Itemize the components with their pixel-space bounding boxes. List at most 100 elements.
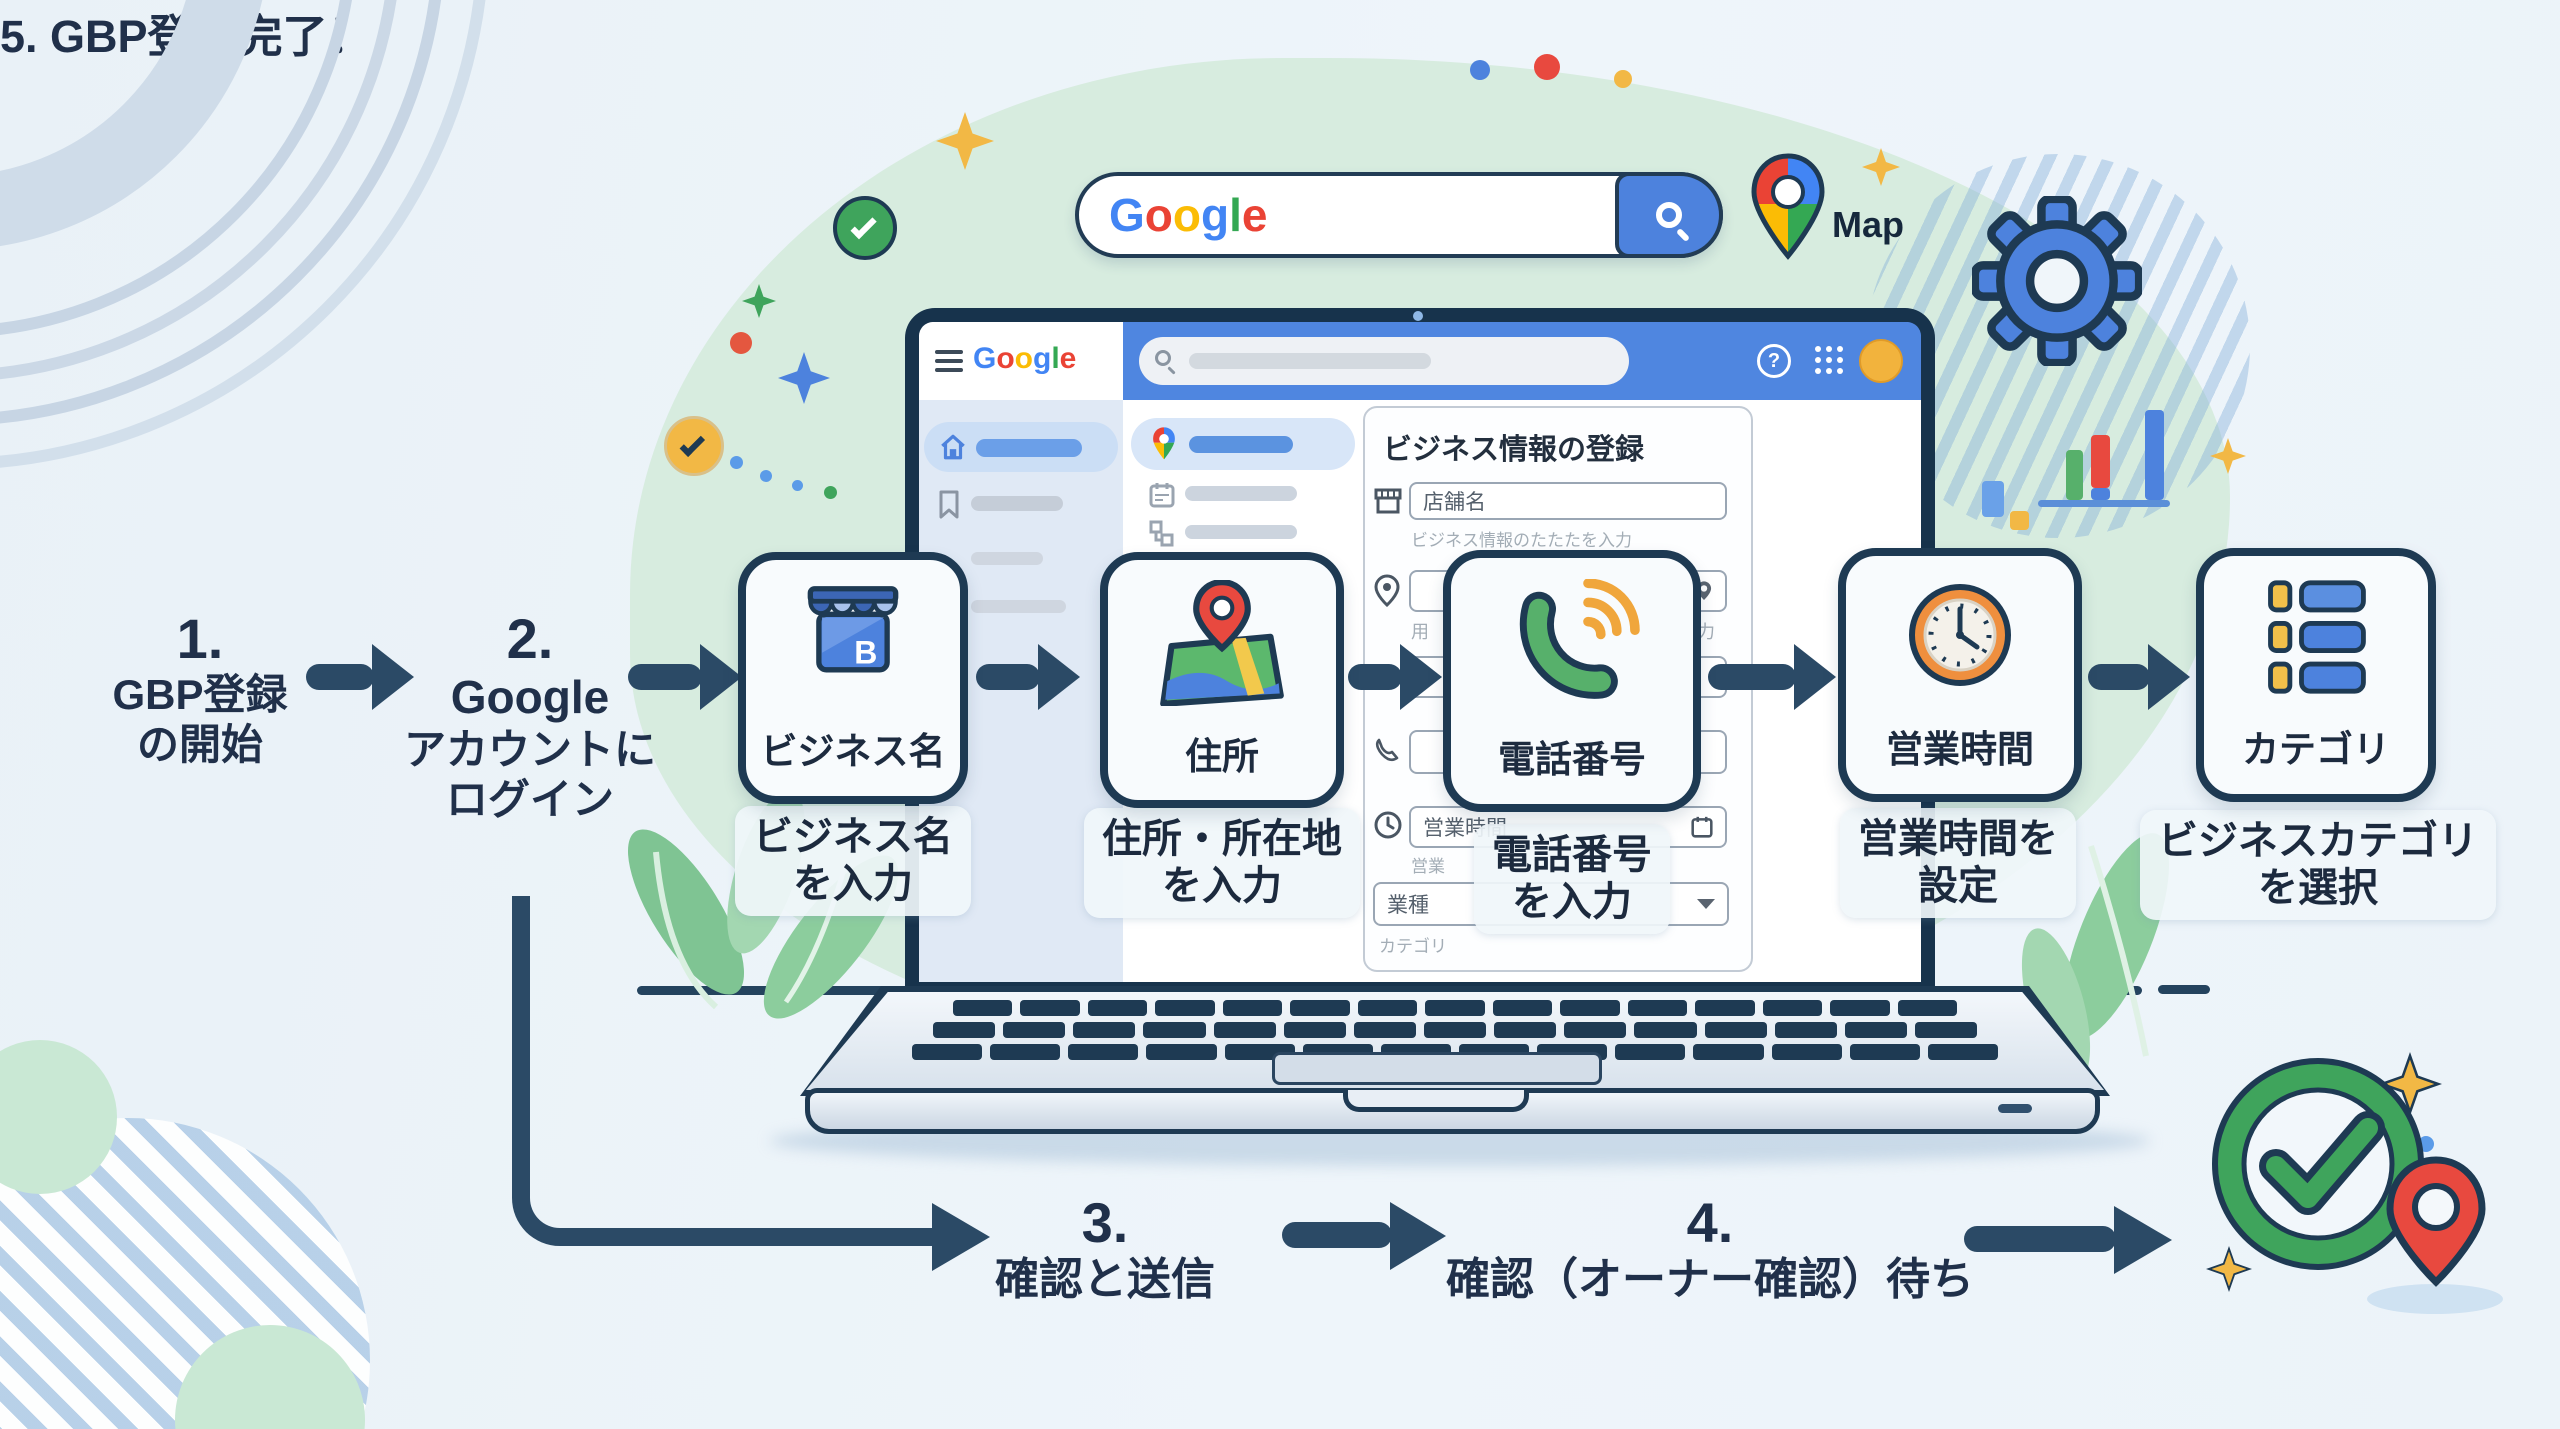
store-name-helper: ビジネス情報のたたたを入力: [1411, 531, 1632, 550]
laptop-status-light: [1998, 1104, 2032, 1113]
keyboard-key: [1222, 1000, 1283, 1016]
keyboard-key: [1073, 1022, 1136, 1038]
keyboard-key: [1423, 1022, 1487, 1038]
clock-icon: [1374, 811, 1402, 839]
arc-ring: [0, 0, 490, 470]
calendar-icon: [1691, 816, 1713, 838]
trail-dot: [760, 470, 772, 482]
keyboard-key: [933, 1022, 996, 1038]
sparkle-icon: [2206, 1246, 2252, 1292]
sidebar-item-bar[interactable]: [971, 552, 1043, 565]
apps-grid-icon[interactable]: [1815, 346, 1843, 374]
keyboard-key: [1704, 1022, 1767, 1038]
search-button[interactable]: [1615, 172, 1723, 258]
hamburger-menu-icon[interactable]: [935, 350, 963, 377]
keyboard-key: [1283, 1022, 1346, 1038]
keyboard-key: [1020, 1000, 1080, 1016]
sidebar-item-label-bar: [976, 439, 1082, 457]
keyboard-key: [1927, 1044, 1998, 1060]
google-logo: Google: [1109, 189, 1268, 241]
help-icon[interactable]: ?: [1757, 344, 1791, 378]
phone-icon: [1519, 579, 1640, 700]
keyboard-key: [1560, 1000, 1620, 1016]
trail-dot: [730, 456, 743, 469]
keyboard-key: [1143, 1022, 1206, 1038]
keyboard-key: [1695, 1000, 1755, 1016]
map-label: Map: [1832, 204, 1904, 245]
step-card-category: カテゴリ: [2196, 548, 2436, 802]
flow-arrow: [1708, 664, 1796, 690]
bookmark-icon: [939, 490, 959, 519]
keyboard-key: [1634, 1022, 1697, 1038]
keyboard-key: [1357, 1000, 1418, 1016]
keyboard-key: [1627, 1000, 1688, 1016]
decor-dot: [1614, 70, 1632, 88]
menu-item-bar[interactable]: [1185, 486, 1297, 501]
check-badge-icon: [833, 196, 897, 260]
card-label: ビジネス名: [760, 731, 946, 773]
flow-arrow: [2088, 664, 2150, 690]
keyboard-key: [1003, 1022, 1066, 1038]
clock-icon: [1909, 584, 2011, 687]
keyboard-key: [1693, 1044, 1764, 1060]
chart-bar: [1982, 481, 2004, 517]
card-label: 電話番号: [1498, 738, 1646, 780]
store-name-input[interactable]: 店舗名: [1409, 482, 1727, 520]
search-text-placeholder-bar: [1189, 353, 1431, 369]
sidebar-item-bar[interactable]: [971, 496, 1063, 511]
form-title: ビジネス情報の登録: [1383, 434, 1645, 466]
sidebar-item-bar[interactable]: [971, 600, 1066, 613]
keyboard-key: [1762, 1000, 1823, 1016]
google-search-bar[interactable]: Google: [1075, 172, 1723, 258]
check-badge-icon: [664, 416, 724, 476]
trackpad[interactable]: [1272, 1052, 1602, 1085]
keyboard-key: [1844, 1022, 1907, 1038]
flow-arrow: [628, 664, 702, 690]
avatar[interactable]: [1859, 339, 1903, 383]
keyboard-key: [1290, 1000, 1350, 1016]
webcam-dot: [1413, 311, 1423, 321]
flow-arrow-head: [700, 644, 742, 710]
chart-bar: [2145, 410, 2164, 500]
chart-baseline: [2038, 500, 2170, 507]
screen-header-bar: ?: [1123, 322, 1921, 400]
gbp-complete-icon: [2212, 1058, 2503, 1314]
flow-connector-elbow: [512, 896, 936, 1246]
keyboard-key: [1830, 1000, 1890, 1016]
keyboard-key: [953, 1000, 1013, 1016]
search-icon: [1155, 350, 1171, 366]
laptop-base-notch: [1343, 1090, 1529, 1112]
flow-arrow: [1964, 1226, 2116, 1252]
step-card-address: 住所: [1100, 552, 1344, 808]
category-list-icon: [2268, 580, 2366, 694]
keyboard-key: [1213, 1022, 1276, 1038]
keyboard-key: [1492, 1000, 1553, 1016]
flow-arrow: [306, 664, 374, 690]
google-maps-pin-icon: [1751, 153, 1825, 260]
keyboard-key: [1068, 1044, 1139, 1060]
flow-arrow-head: [932, 1203, 990, 1271]
card-caption: ビジネス名を入力: [735, 806, 971, 917]
keyboard-key: [1353, 1022, 1416, 1038]
screen-search-input[interactable]: [1139, 337, 1629, 385]
card-caption: 営業時間を設定: [1840, 808, 2076, 919]
industry-helper: カテゴリ: [1379, 937, 1447, 956]
step-card-hours: 営業時間: [1838, 548, 2082, 802]
decor-dot: [1534, 54, 1560, 80]
chart-bar: [2091, 435, 2110, 488]
storefront-icon: B: [807, 585, 899, 673]
step-card-business-name: B ビジネス名: [738, 552, 968, 804]
trail-dot: [824, 486, 837, 499]
menu-item-bar[interactable]: [1185, 525, 1297, 539]
google-logo: Google: [973, 342, 1077, 375]
sidebar-item-home[interactable]: [924, 422, 1118, 472]
menu-item-maps[interactable]: [1131, 418, 1355, 470]
keyboard-key: [1914, 1022, 1978, 1038]
flow-arrow: [1348, 664, 1402, 690]
location-pin-icon: [1374, 574, 1400, 608]
sitemap-icon: [1149, 520, 1174, 547]
card-caption: ビジネスカテゴリを選択: [2140, 810, 2496, 921]
decor-dot: [1470, 60, 1490, 80]
chart-bar: [2066, 450, 2083, 500]
